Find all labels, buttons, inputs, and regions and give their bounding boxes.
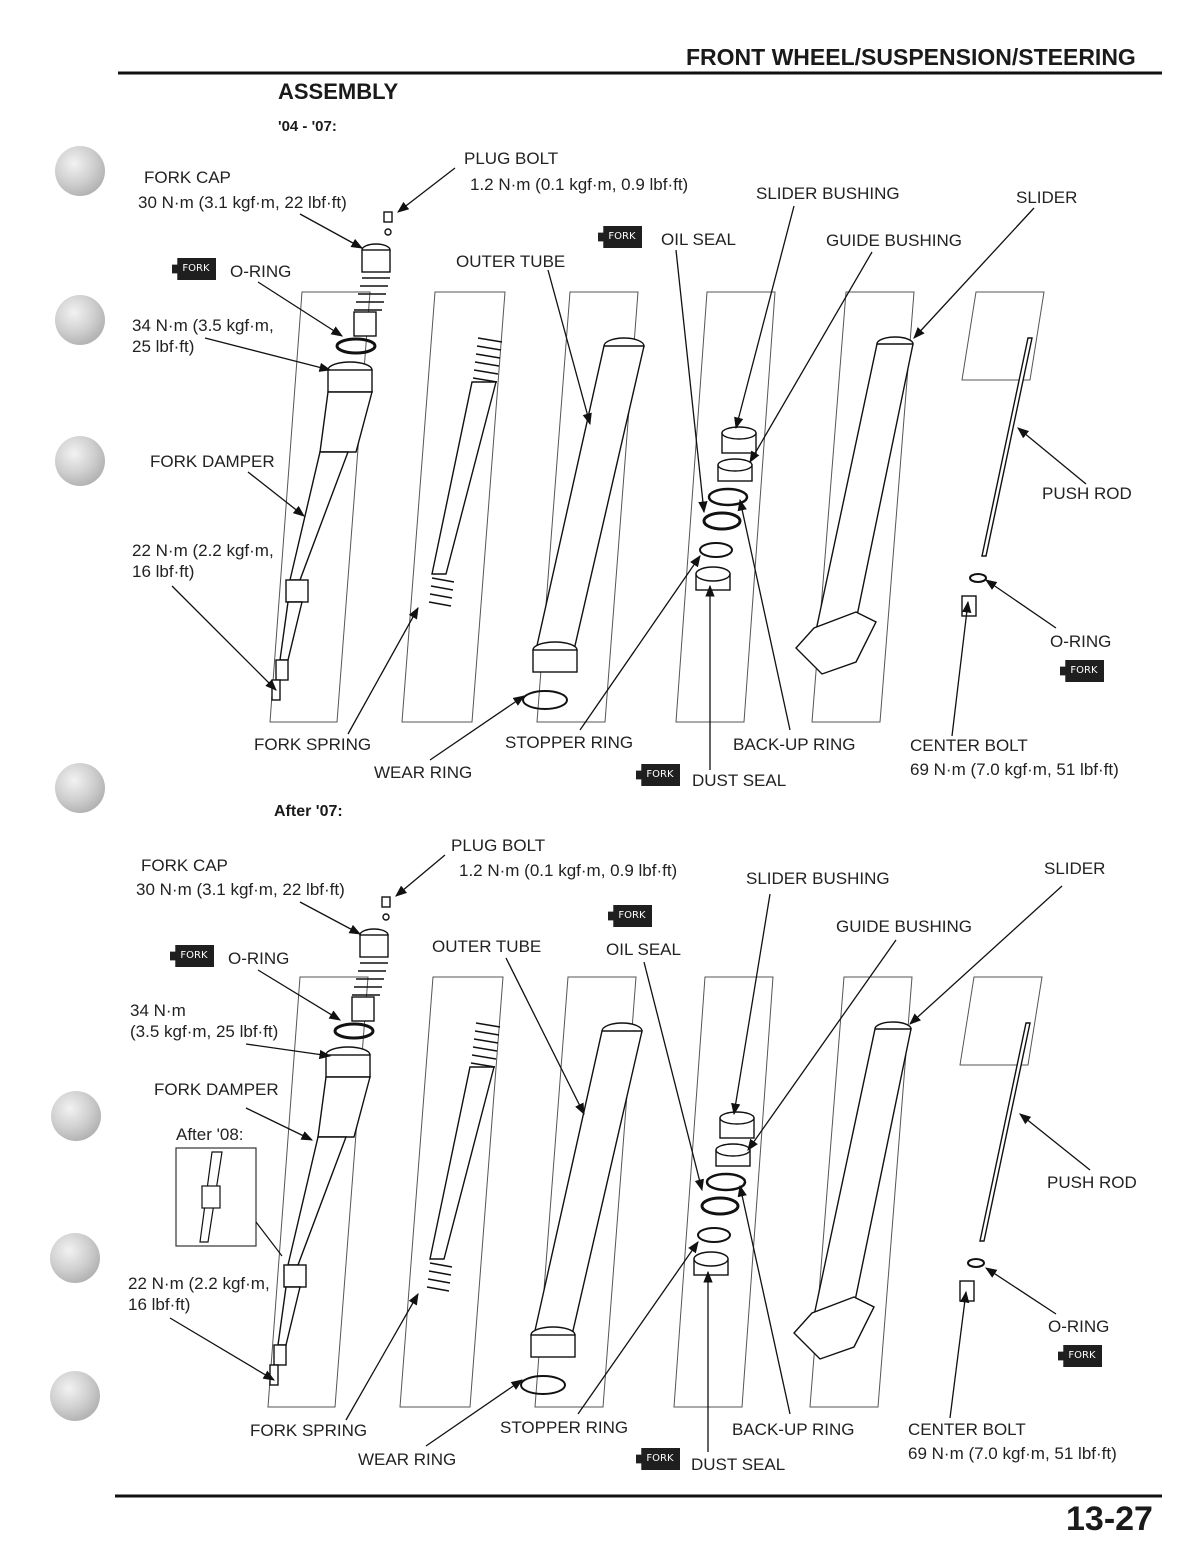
center-bolt-torque: 69 N·m (7.0 kgf·m, 51 lbf·ft) <box>908 1444 1117 1463</box>
fork-oil-badge: FORK <box>1058 1345 1102 1367</box>
fork-cap-label: FORK CAP <box>141 856 228 875</box>
stopper-ring-label: STOPPER RING <box>505 733 634 752</box>
binder-hole <box>55 436 105 486</box>
damper-torque-22-line1: 22 N·m (2.2 kgf·m, <box>128 1274 270 1293</box>
after-08-inset <box>175 1147 257 1247</box>
plug-bolt-torque: 1.2 N·m (0.1 kgf·m, 0.9 lbf·ft) <box>459 861 678 880</box>
cap-torque-34-line1: 34 N·m <box>130 1001 186 1020</box>
slider-label: SLIDER <box>1044 859 1106 878</box>
guide-bushing-label: GUIDE BUSHING <box>826 231 963 250</box>
slider-bushing-label: SLIDER BUSHING <box>746 869 890 888</box>
after-08-label: After '08: <box>176 1125 244 1144</box>
fork-oil-badge: FORK <box>170 945 214 967</box>
wear-ring-label: WEAR RING <box>358 1450 457 1469</box>
binder-hole <box>55 763 105 813</box>
center-bolt-label: CENTER BOLT <box>908 1420 1026 1439</box>
section-title: FRONT WHEEL/SUSPENSION/STEERING <box>686 44 1136 70</box>
o-ring-right-label: O-RING <box>1050 632 1112 651</box>
stopper-ring-label: STOPPER RING <box>500 1418 629 1437</box>
outer-tube-label: OUTER TUBE <box>456 252 566 271</box>
page-heading: ASSEMBLY <box>278 79 399 104</box>
dust-seal-label: DUST SEAL <box>691 1455 786 1474</box>
back-up-ring-label: BACK-UP RING <box>733 735 856 754</box>
fork-oil-badge: FORK <box>172 258 216 280</box>
period-label-bottom: After '07: <box>274 803 343 820</box>
back-up-ring-label: BACK-UP RING <box>732 1420 855 1439</box>
fork-spring-label: FORK SPRING <box>250 1421 368 1440</box>
slider-label: SLIDER <box>1016 188 1078 207</box>
o-ring-label: O-RING <box>230 262 292 281</box>
fork-cap-torque: 30 N·m (3.1 kgf·m, 22 lbf·ft) <box>138 193 347 212</box>
o-ring-label: O-RING <box>228 949 290 968</box>
slider-bushing-label: SLIDER BUSHING <box>756 184 900 203</box>
bottom-diagram <box>267 895 1043 1408</box>
guide-bushing-label: GUIDE BUSHING <box>836 917 973 936</box>
damper-torque-22-line2: 16 lbf·ft) <box>132 562 195 581</box>
fork-oil-badge: FORK <box>636 1448 680 1470</box>
plug-bolt-label: PLUG BOLT <box>464 149 559 168</box>
oil-seal-label: OIL SEAL <box>606 940 681 959</box>
dust-seal-label: DUST SEAL <box>692 771 787 790</box>
fork-cap-torque: 30 N·m (3.1 kgf·m, 22 lbf·ft) <box>136 880 345 899</box>
damper-torque-22-line2: 16 lbf·ft) <box>128 1295 191 1314</box>
period-label-top: '04 - '07: <box>278 118 337 135</box>
page-number: 13-27 <box>1066 1500 1153 1538</box>
top-diagram <box>171 167 1087 770</box>
o-ring-right-label: O-RING <box>1048 1317 1110 1336</box>
cap-torque-34-line2: (3.5 kgf·m, 25 lbf·ft) <box>130 1022 279 1041</box>
plug-bolt-torque: 1.2 N·m (0.1 kgf·m, 0.9 lbf·ft) <box>470 175 689 194</box>
fork-damper-label: FORK DAMPER <box>154 1080 279 1099</box>
outer-tube-label: OUTER TUBE <box>432 937 542 956</box>
oil-seal-label: OIL SEAL <box>661 230 736 249</box>
fork-spring-label: FORK SPRING <box>254 735 372 754</box>
wear-ring-label: WEAR RING <box>374 763 473 782</box>
plug-bolt-label: PLUG BOLT <box>451 836 546 855</box>
damper-torque-22-line1: 22 N·m (2.2 kgf·m, <box>132 541 274 560</box>
fork-oil-badge: FORK <box>636 764 680 786</box>
binder-hole <box>55 146 105 196</box>
center-bolt-torque: 69 N·m (7.0 kgf·m, 51 lbf·ft) <box>910 760 1119 779</box>
fork-damper-label: FORK DAMPER <box>150 452 275 471</box>
fork-oil-badge: FORK <box>598 226 642 248</box>
binder-hole <box>50 1371 100 1421</box>
cap-torque-34-line1: 34 N·m (3.5 kgf·m, <box>132 316 274 335</box>
cap-torque-34-line2: 25 lbf·ft) <box>132 337 195 356</box>
center-bolt-label: CENTER BOLT <box>910 736 1028 755</box>
binder-hole <box>51 1091 101 1141</box>
push-rod-label: PUSH ROD <box>1047 1173 1137 1192</box>
binder-hole <box>50 1233 100 1283</box>
fork-cap-label: FORK CAP <box>144 168 231 187</box>
binder-hole <box>55 295 105 345</box>
fork-oil-badge: FORK <box>608 905 652 927</box>
fork-oil-badge: FORK <box>1060 660 1104 682</box>
push-rod-label: PUSH ROD <box>1042 484 1132 503</box>
